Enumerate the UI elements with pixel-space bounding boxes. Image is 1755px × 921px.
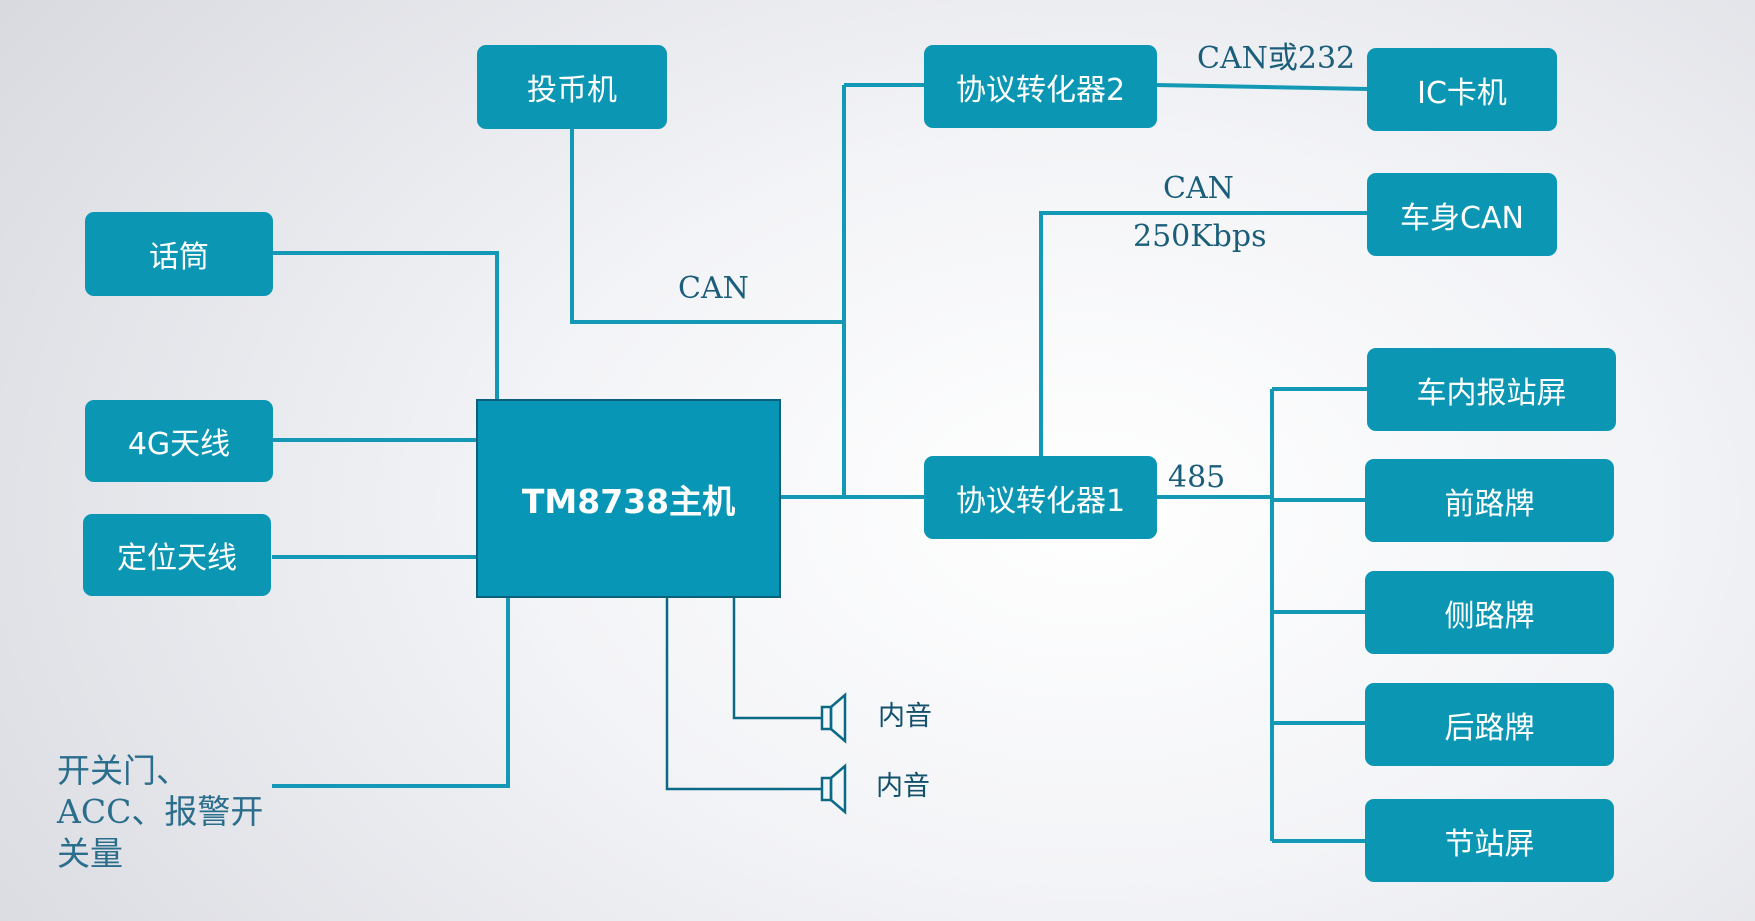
body-can-label: 车身CAN	[1400, 200, 1524, 236]
wire-microphone	[272, 251, 499, 400]
display-box: 节站屏	[1365, 799, 1614, 882]
display-box: 后路牌	[1365, 683, 1614, 766]
display-label: 车内报站屏	[1416, 375, 1567, 411]
speaker-icon	[820, 692, 847, 744]
display-box: 车内报站屏	[1367, 348, 1616, 431]
ic-card-box: IC卡机	[1367, 48, 1557, 131]
ic-card-label: IC卡机	[1417, 75, 1507, 111]
converter2-box: 协议转化器2	[924, 45, 1157, 128]
wire-speaker-1	[732, 597, 822, 720]
wire-coin-machine	[570, 128, 844, 324]
can-bus-label: CAN	[678, 271, 749, 306]
display-box: 前路牌	[1365, 459, 1614, 542]
converter1-label: 协议转化器1	[955, 483, 1126, 519]
display-label: 节站屏	[1444, 826, 1535, 862]
body-can-box: 车身CAN	[1367, 173, 1557, 256]
gps-antenna-box: 定位天线	[83, 514, 271, 596]
display-label: 前路牌	[1444, 486, 1535, 522]
can-or-232-label: CAN或232	[1197, 41, 1356, 76]
rs485-label: 485	[1168, 460, 1226, 495]
can-body-label: CAN	[1163, 171, 1234, 206]
antenna-4g-label: 4G天线	[127, 427, 231, 462]
coin-machine-label: 投币机	[527, 73, 617, 108]
microphone-box: 话筒	[85, 212, 273, 296]
switch-inputs-label: 开关门、ACC、报警开关量	[57, 751, 264, 873]
wire-body-can	[1039, 211, 1368, 457]
speaker-label: 内音	[878, 701, 932, 732]
host-unit-box: TM8738主机	[476, 399, 781, 598]
can-speed-label: 250Kbps	[1133, 219, 1267, 254]
wire-ic-card	[1155, 83, 1369, 91]
converter1-box: 协议转化器1	[924, 456, 1157, 539]
display-label: 后路牌	[1444, 710, 1535, 746]
display-box: 侧路牌	[1365, 571, 1614, 654]
gps-antenna-label: 定位天线	[117, 541, 237, 576]
speaker-icon	[820, 763, 847, 815]
wire-speaker-2	[665, 597, 822, 791]
display-label: 侧路牌	[1444, 598, 1535, 634]
converter2-label: 协议转化器2	[955, 72, 1126, 108]
speaker-label: 内音	[876, 771, 930, 802]
antenna-4g-box: 4G天线	[85, 400, 273, 482]
microphone-label: 话筒	[149, 240, 209, 275]
wire-switch-inputs	[272, 597, 510, 788]
host-unit-label: TM8738主机	[521, 481, 736, 521]
coin-machine-box: 投币机	[477, 45, 667, 129]
